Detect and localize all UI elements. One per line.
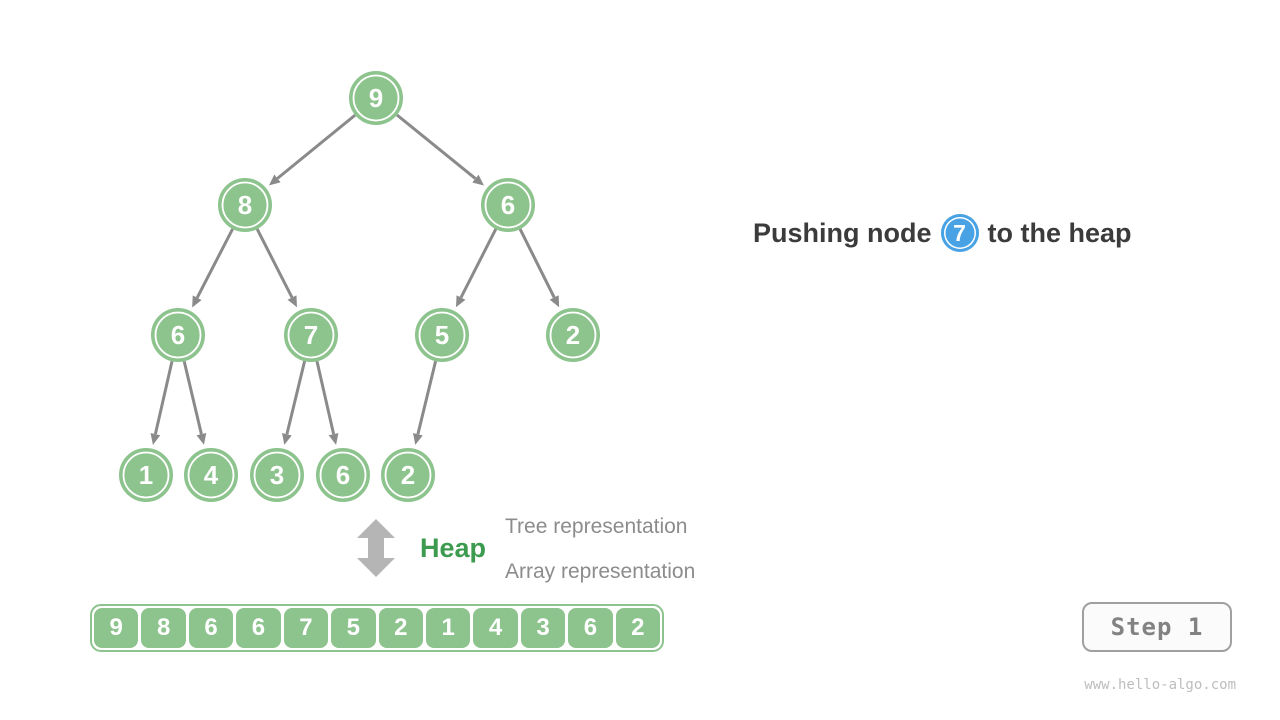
tree-node: 4 [184,448,238,502]
array-cell: 8 [141,608,186,648]
tree-node: 9 [349,71,403,125]
tree-node: 8 [218,178,272,232]
array-cell: 6 [568,608,613,648]
tree-representation-caption: Tree representation [505,515,688,538]
tree-node-value: 1 [139,460,153,490]
array-cell: 1 [425,608,471,648]
array-cell: 6 [188,608,234,648]
tree-edge [315,360,339,445]
array-cell: 6 [236,608,281,648]
tree-node: 6 [481,178,535,232]
tree-edge [518,228,560,308]
tree-node-value: 2 [401,460,415,490]
tree-node: 6 [316,448,370,502]
tree-node-value: 3 [270,460,284,490]
heading: Pushing node 7 to the heap [753,212,1132,254]
tree-edge [268,113,357,186]
array-cell: 2 [378,608,423,648]
array-cell: 2 [615,608,661,648]
heap-tree: 9 8 6 6 7 5 2 1 [119,71,600,502]
tree-node: 1 [119,448,173,502]
tree-node-value: 9 [369,83,383,113]
tree-node: 2 [381,448,435,502]
array-representation-caption: Array representation [505,560,696,583]
heap-label: Heap [420,533,487,563]
tree-edge [282,360,307,445]
tree-node-value: 6 [336,460,350,490]
heading-suffix: to the heap [987,217,1132,248]
up-down-arrow-icon [357,519,395,577]
array-cell: 5 [331,608,376,648]
tree-edge [456,228,498,308]
array-cell: 9 [94,608,139,648]
tree-node-value: 5 [435,320,449,350]
tree-node-value: 6 [501,190,515,220]
tree-node-value: 8 [238,190,252,220]
tree-node: 5 [415,308,469,362]
pushed-node-badge: 7 [940,214,979,252]
step-badge: Step 1 [1082,602,1232,652]
tree-edge [413,360,438,445]
tree-node: 2 [546,308,600,362]
tree-node-value: 2 [566,320,580,350]
pushed-node-value: 7 [953,219,966,246]
tree-node: 3 [250,448,304,502]
tree-node-value: 6 [171,320,185,350]
tree-node: 7 [284,308,338,362]
tree-edge [150,360,174,445]
tree-node-value: 7 [304,320,318,350]
tree-edge [192,228,234,308]
array-cell: 4 [473,608,518,648]
tree-edge [396,113,484,186]
heading-prefix: Pushing node [753,217,932,248]
array-cell: 7 [283,608,329,648]
watermark: www.hello-algo.com [1084,677,1236,693]
tree-node: 6 [151,308,205,362]
tree-edge [255,228,297,308]
tree-node-value: 4 [204,460,219,490]
tree-edge [182,360,207,445]
array-cell: 3 [520,608,566,648]
